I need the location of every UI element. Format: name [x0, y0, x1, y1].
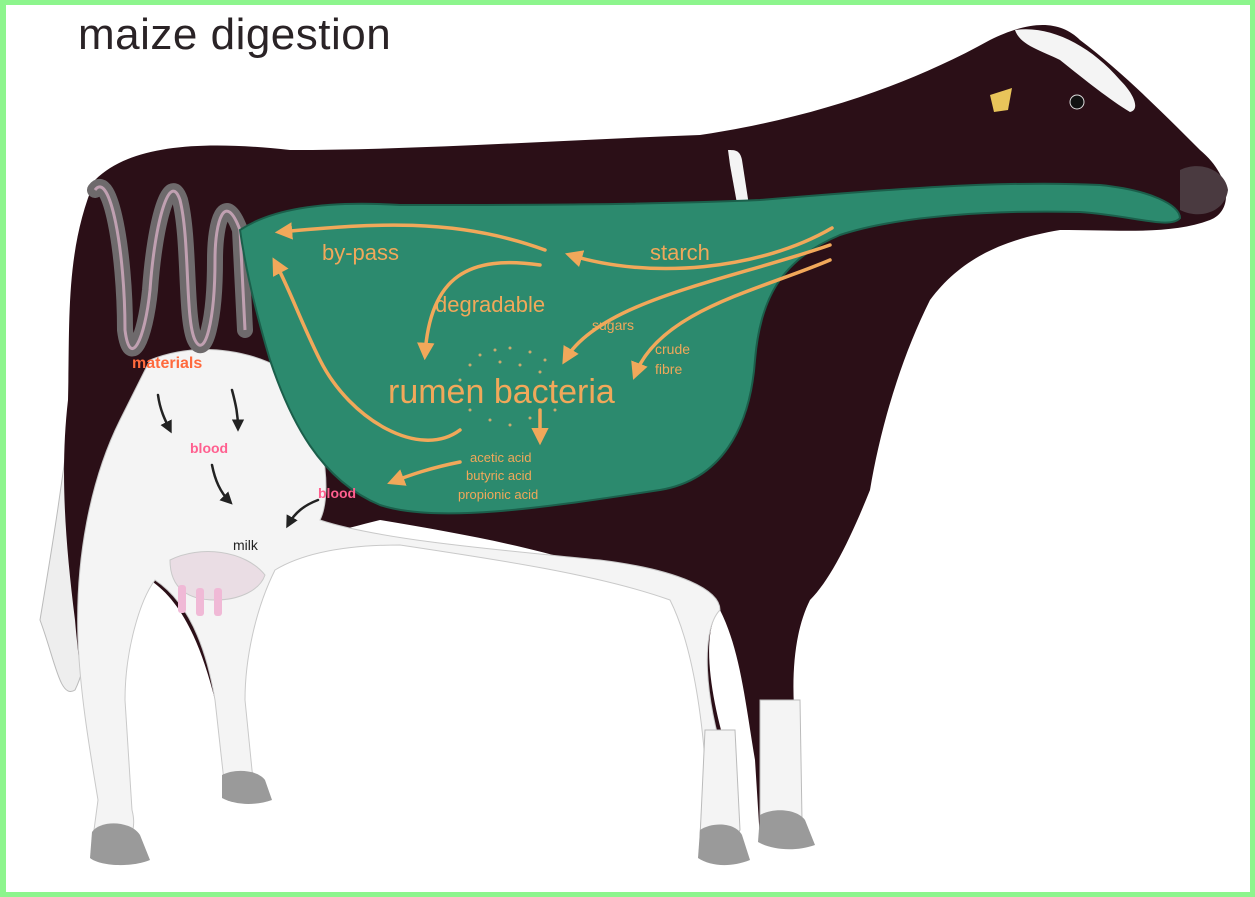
label-materials: materials — [132, 355, 202, 372]
label-sugars: sugars — [592, 317, 634, 333]
label-degradable: degradable — [435, 292, 545, 317]
label-fibre: fibre — [655, 361, 682, 377]
label-blood-2: blood — [318, 485, 356, 501]
label-milk: milk — [233, 537, 259, 553]
label-blood-1: blood — [190, 440, 228, 456]
label-butyric-acid: butyric acid — [466, 468, 532, 483]
label-rumen-bacteria: rumen bacteria — [388, 373, 615, 411]
label-crude: crude — [655, 341, 690, 357]
label-propionic-acid: propionic acid — [458, 487, 538, 502]
label-acetic-acid: acetic acid — [470, 450, 531, 465]
label-by-pass: by-pass — [322, 240, 399, 265]
label-starch: starch — [650, 240, 710, 265]
